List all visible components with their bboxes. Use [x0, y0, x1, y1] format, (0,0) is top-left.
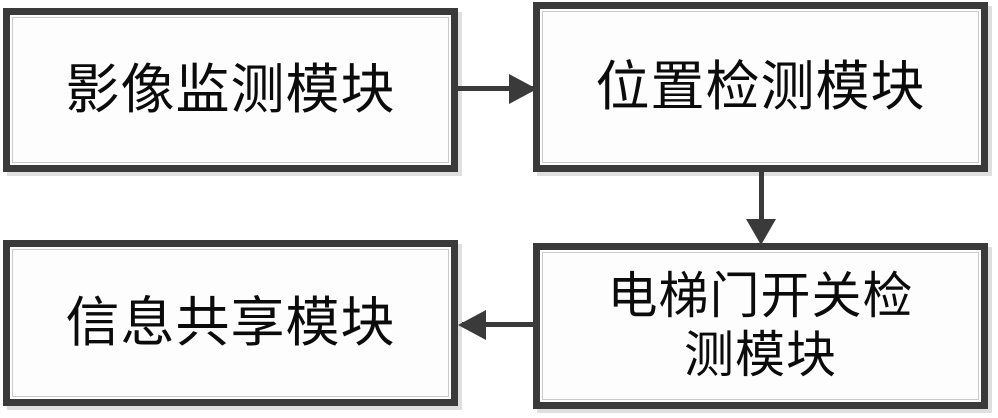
flow-box-door-switch[interactable]: 电梯门开关检 测模块	[533, 243, 988, 409]
flow-box-label-position-detect: 位置检测模块	[595, 54, 926, 118]
arrow-down-icon	[746, 219, 776, 245]
flow-box-label-info-share: 信息共享模块	[65, 290, 396, 354]
connector-line	[462, 322, 538, 327]
flow-box-label-door-switch: 电梯门开关检 测模块	[607, 267, 914, 384]
flow-box-info-share[interactable]: 信息共享模块	[3, 240, 458, 406]
connector-line	[458, 86, 536, 91]
flow-box-image-monitor[interactable]: 影像监测模块	[3, 8, 458, 172]
flow-box-label-image-monitor: 影像监测模块	[65, 57, 396, 121]
arrow-left-icon	[458, 310, 486, 340]
arrow-right-icon	[509, 74, 537, 104]
flow-box-position-detect[interactable]: 位置检测模块	[533, 2, 988, 172]
connector-line	[759, 170, 764, 232]
